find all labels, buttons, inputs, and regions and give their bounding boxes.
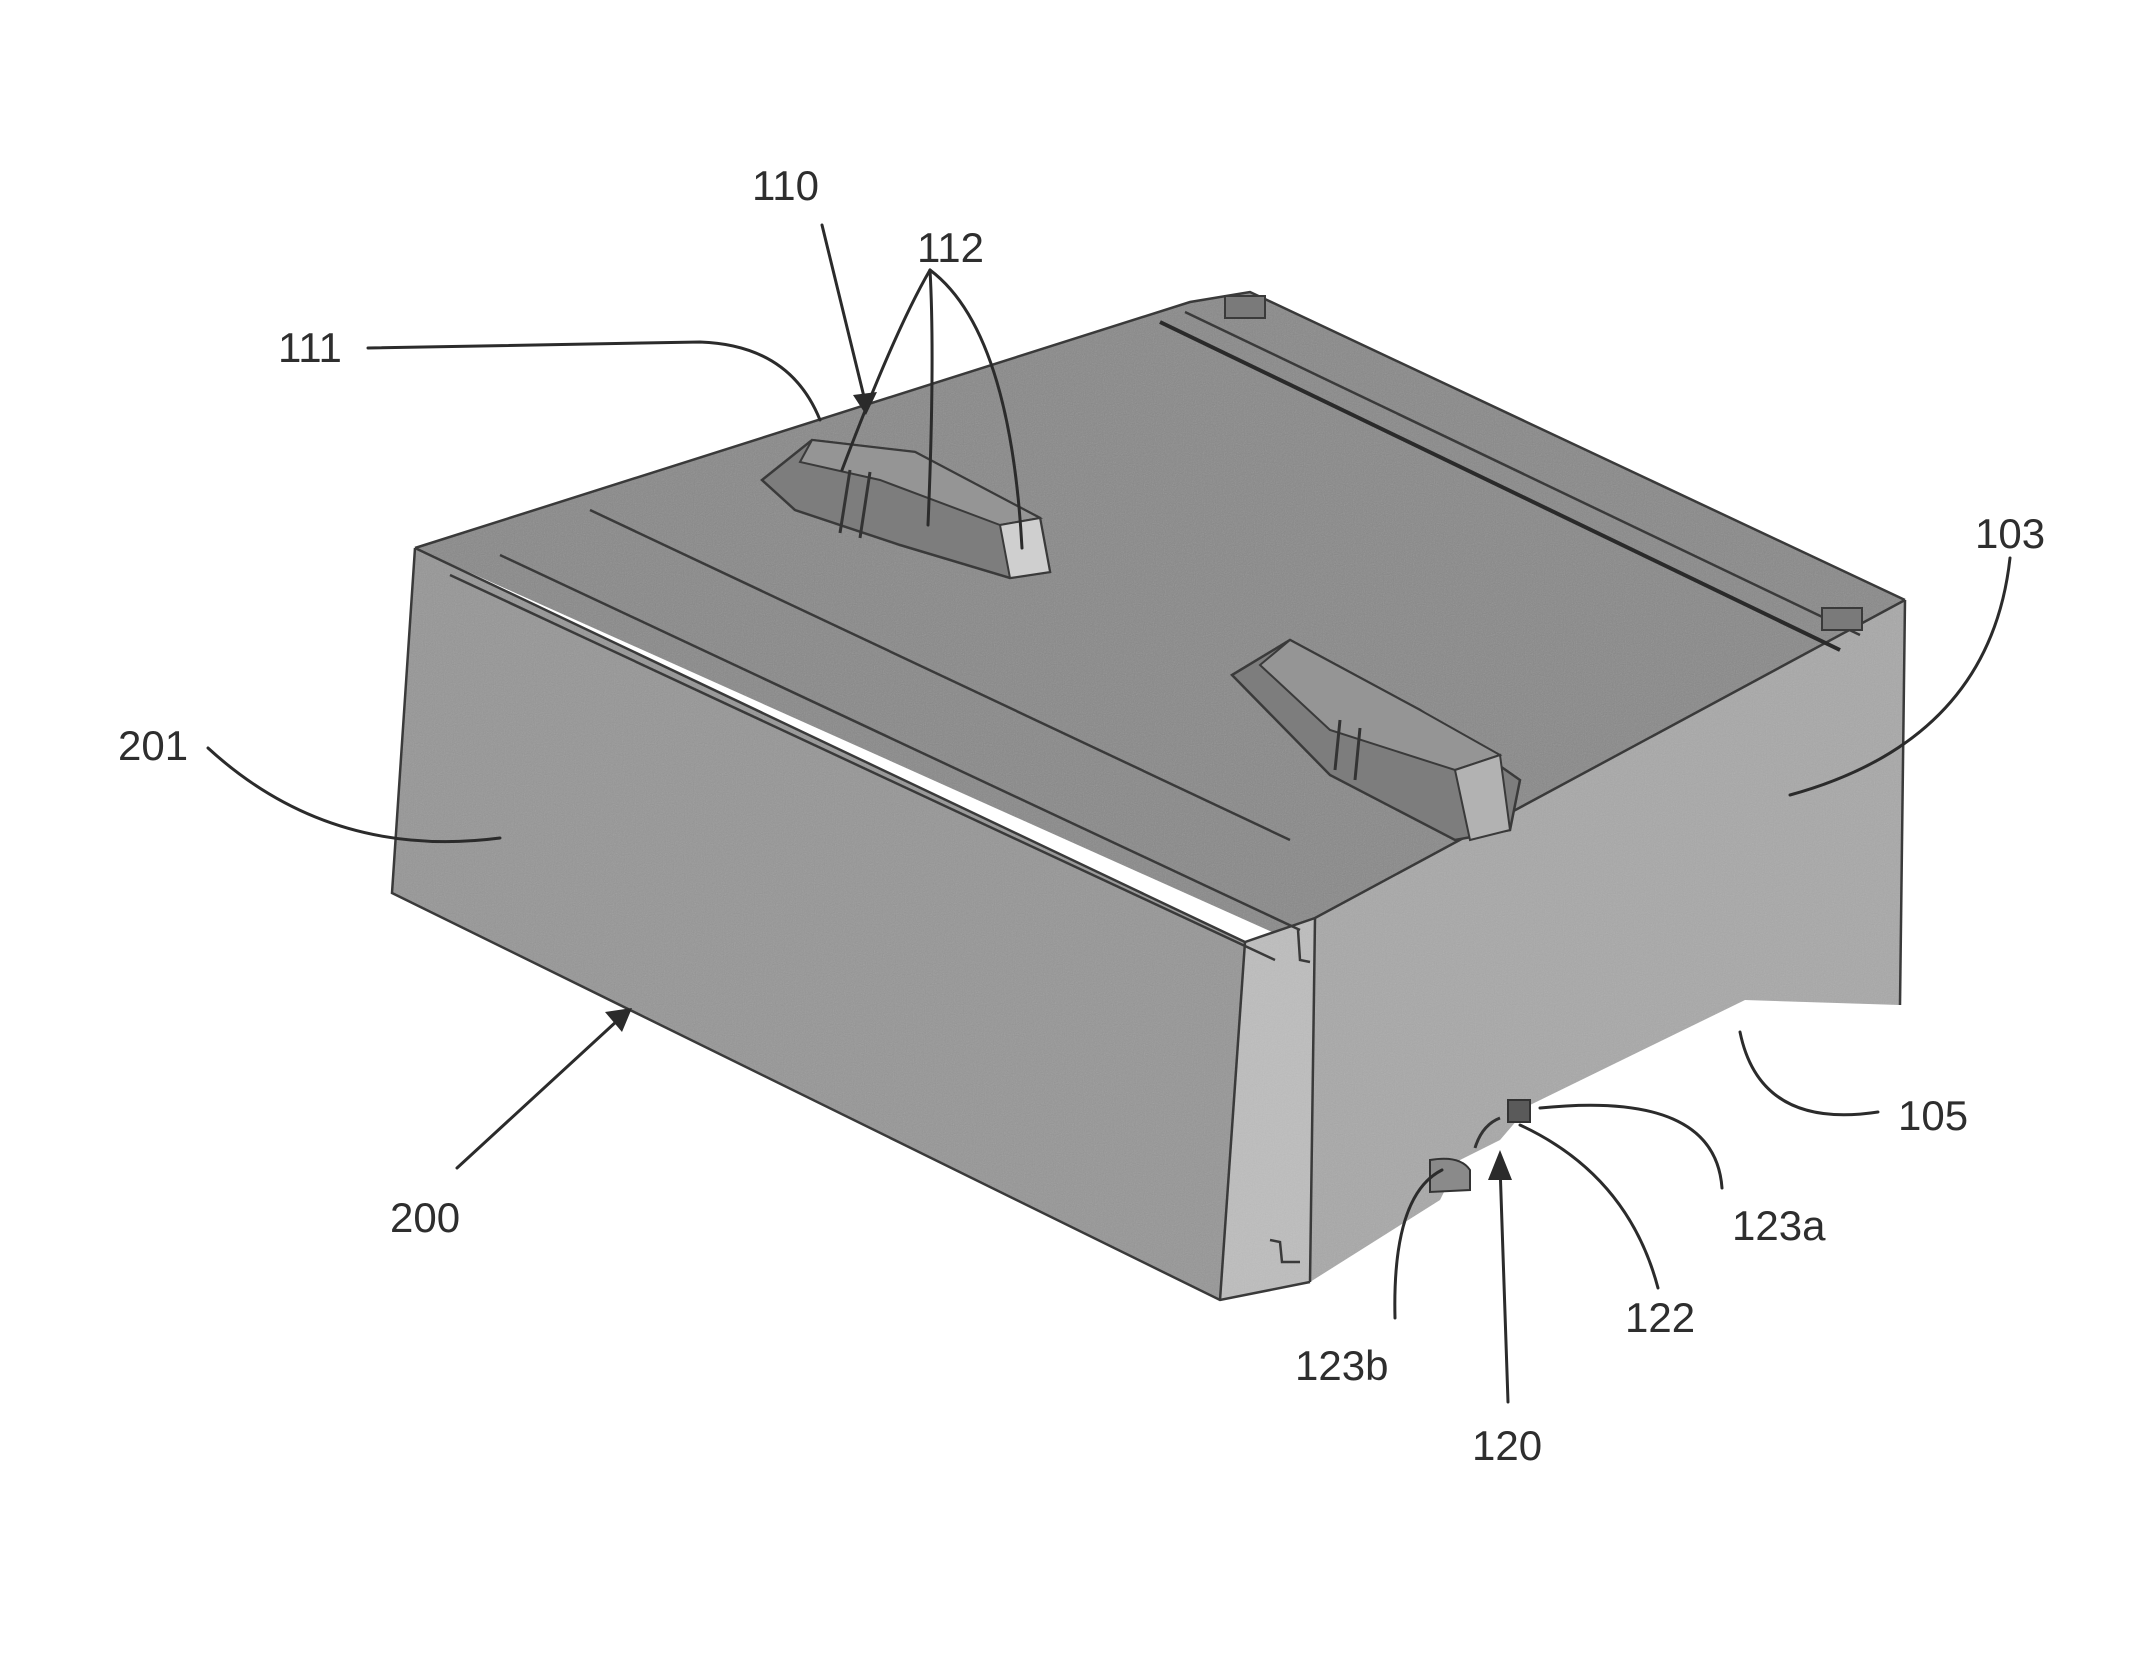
ref-122: 122 — [1625, 1294, 1695, 1341]
ref-110: 110 — [752, 162, 819, 209]
ref-120: 120 — [1472, 1422, 1542, 1469]
ref-123a: 123a — [1732, 1202, 1826, 1249]
ref-105: 105 — [1898, 1092, 1968, 1139]
leader-111 — [368, 342, 820, 420]
leader-110 — [822, 225, 866, 405]
leader-123a — [1540, 1105, 1722, 1188]
block-body — [392, 292, 1905, 1300]
rear-notch — [1822, 608, 1862, 630]
arrowhead-120 — [1488, 1150, 1512, 1180]
leader-122 — [1520, 1125, 1658, 1288]
leader-200 — [457, 1020, 618, 1168]
top-notch — [1225, 296, 1265, 318]
ref-103: 103 — [1975, 510, 2045, 557]
ref-200: 200 — [390, 1194, 460, 1241]
ref-201: 201 — [118, 722, 188, 769]
ref-123b: 123b — [1295, 1342, 1388, 1389]
leader-105 — [1740, 1032, 1878, 1115]
ref-112: 112 — [917, 224, 984, 271]
leader-120 — [1500, 1165, 1508, 1402]
ref-111: 111 — [278, 324, 342, 371]
